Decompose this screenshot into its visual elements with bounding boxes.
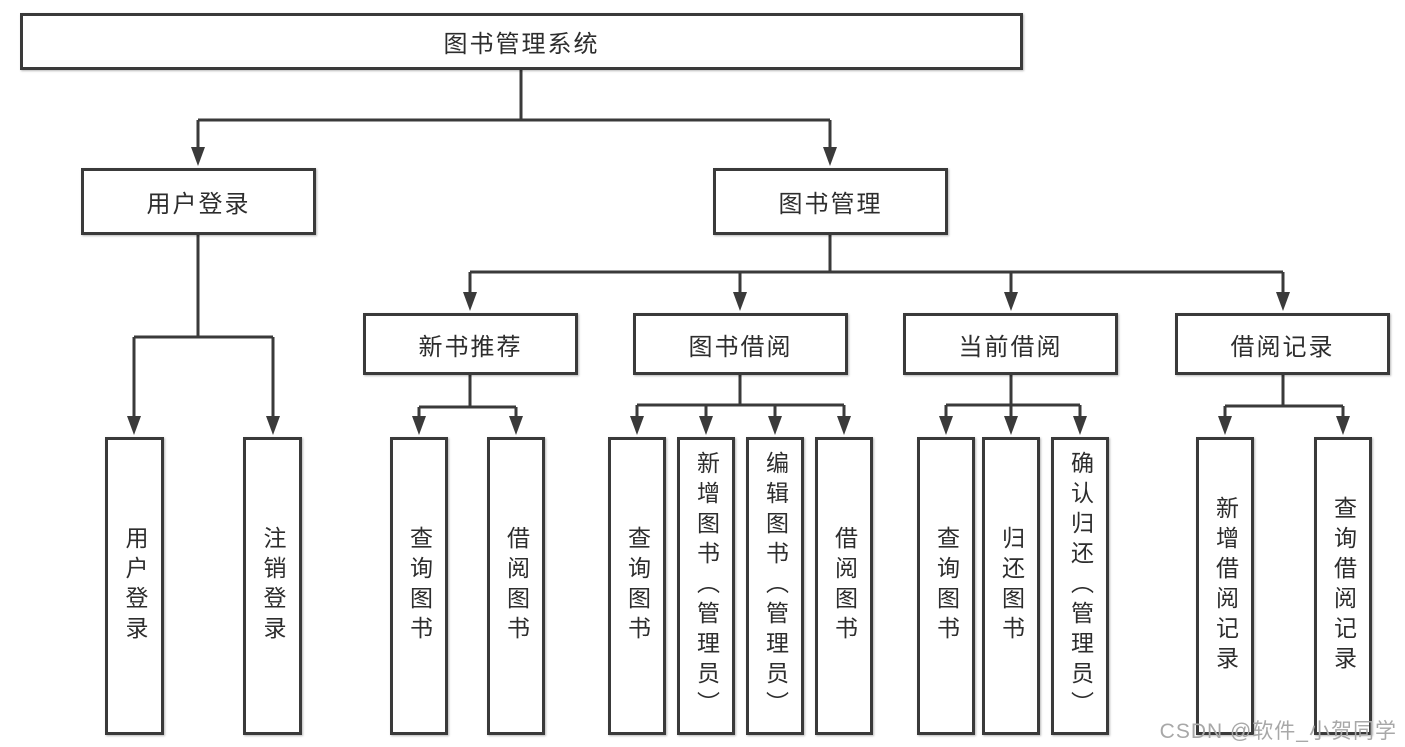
leaf-logout-label: 注销登录 — [260, 526, 286, 646]
node-current-borrowing: 当前借阅 — [903, 313, 1118, 375]
node-user-login: 用户登录 — [81, 168, 316, 235]
leaf-borrow-books-borrowing: 借阅图书 — [815, 437, 873, 735]
leaf-query-books-borrowing-label: 查询图书 — [624, 526, 651, 646]
leaf-query-borrow-record-label: 查询借阅记录 — [1330, 496, 1357, 676]
leaf-logout: 注销登录 — [243, 437, 302, 735]
leaf-add-book-admin-label: 新增图书（管理员） — [693, 451, 720, 721]
leaf-borrow-books-recommendation: 借阅图书 — [487, 437, 545, 735]
leaf-return-books-label: 归还图书 — [998, 526, 1025, 646]
leaf-query-borrow-record: 查询借阅记录 — [1314, 437, 1372, 735]
leaf-user-login: 用户登录 — [105, 437, 164, 735]
node-book-management: 图书管理 — [713, 168, 948, 235]
leaf-query-books-current-label: 查询图书 — [933, 526, 960, 646]
node-borrowing-records: 借阅记录 — [1175, 313, 1390, 375]
leaf-borrow-books-borrowing-label: 借阅图书 — [831, 526, 858, 646]
leaf-query-books-borrowing: 查询图书 — [608, 437, 666, 735]
leaf-confirm-return-admin-label: 确认归还（管理员） — [1067, 451, 1094, 721]
leaf-add-book-admin: 新增图书（管理员） — [677, 437, 735, 735]
node-library-management-system: 图书管理系统 — [20, 13, 1023, 70]
leaf-query-books-recommendation: 查询图书 — [390, 437, 448, 735]
leaf-query-books-current: 查询图书 — [917, 437, 975, 735]
leaf-user-login-label: 用户登录 — [122, 526, 148, 646]
leaf-confirm-return-admin: 确认归还（管理员） — [1051, 437, 1109, 735]
node-new-book-recommendation: 新书推荐 — [363, 313, 578, 375]
leaf-add-borrow-record-label: 新增借阅记录 — [1212, 496, 1239, 676]
node-book-borrowing: 图书借阅 — [633, 313, 848, 375]
leaf-return-books: 归还图书 — [982, 437, 1040, 735]
leaf-add-borrow-record: 新增借阅记录 — [1196, 437, 1254, 735]
csdn-watermark: CSDN @软件_小贺同学 — [1159, 720, 1397, 743]
leaf-edit-book-admin-label: 编辑图书（管理员） — [762, 451, 789, 721]
leaf-edit-book-admin: 编辑图书（管理员） — [746, 437, 804, 735]
leaf-borrow-books-recommendation-label: 借阅图书 — [503, 526, 530, 646]
leaf-query-books-recommendation-label: 查询图书 — [406, 526, 433, 646]
